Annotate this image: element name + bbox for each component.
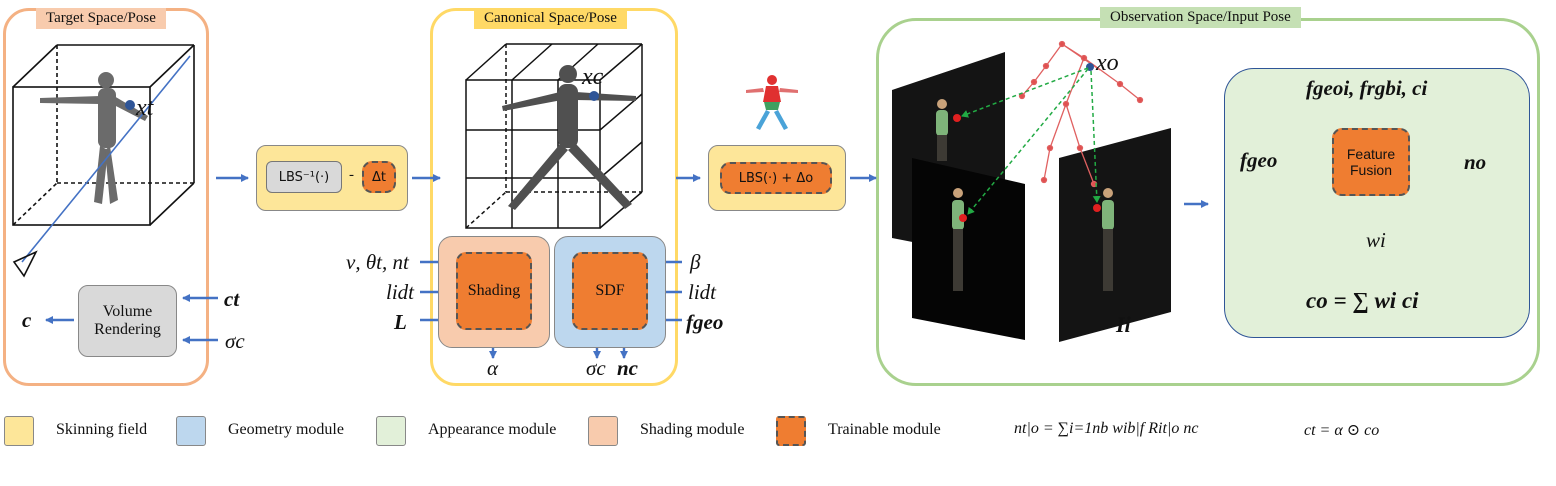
canonical-grid-cube xyxy=(465,43,643,229)
image-label: Ii xyxy=(1116,312,1131,337)
w-i-label: wi xyxy=(1366,228,1386,252)
appearance-module-box xyxy=(1224,68,1530,338)
camera-ray xyxy=(21,55,191,263)
lbs-delta-o-box: LBS(·) + Δo xyxy=(720,162,832,194)
alpha-label: α xyxy=(487,356,499,380)
legend-label-appearance: Appearance module xyxy=(428,421,557,438)
sdf-output-normal: nc xyxy=(617,356,638,380)
shading-label: Shading xyxy=(467,282,521,299)
lbs-delta-o-label: LBS(·) + Δo xyxy=(738,170,814,186)
legend-label-geometry: Geometry module xyxy=(228,421,344,438)
delta-t-box: Δt xyxy=(362,161,396,193)
canonical-space-title: Canonical Space/Pose xyxy=(474,8,627,29)
target-cube xyxy=(12,44,195,226)
shading-input-1: ν, θt, nt xyxy=(346,250,409,274)
legend-label-trainable: Trainable module xyxy=(828,421,941,438)
c-t-label: ct xyxy=(224,287,240,311)
legend-label-skinning: Skinning field xyxy=(56,421,148,438)
f-geo-label: fgeo xyxy=(1240,148,1278,172)
feature-fusion-box: Feature Fusion xyxy=(1332,128,1410,196)
normal-equation: nt|o = ∑i=1nb wib|f Rit|o nc xyxy=(1014,420,1199,437)
legend-swatch-trainable xyxy=(776,416,806,446)
target-human-figure xyxy=(40,72,148,204)
sdf-output-sigma: σc xyxy=(586,356,606,380)
minus-sign: - xyxy=(349,167,354,183)
sdf-input-1: β xyxy=(690,250,701,274)
c-o-equation: co = ∑ wi ci xyxy=(1306,288,1419,313)
c-output-label: c xyxy=(22,308,32,332)
observation-space-title: Observation Space/Input Pose xyxy=(1100,7,1301,28)
canonical-point xyxy=(589,91,599,101)
legend-swatch-appearance xyxy=(376,416,406,446)
lbs-inverse-label: LBS⁻¹(·) xyxy=(278,169,330,185)
canonical-colored-avatar xyxy=(746,75,798,130)
shading-input-2: lidt xyxy=(386,280,415,304)
x-t-label: xt xyxy=(136,95,154,121)
shading-input-3: L xyxy=(394,310,407,334)
sdf-trainable-box: SDF xyxy=(572,252,648,330)
legend-swatch-geometry xyxy=(176,416,206,446)
volume-rendering-label: Volume Rendering xyxy=(94,303,161,338)
observation-images xyxy=(892,52,1171,342)
fusion-inputs-label: fgeoi, frgbi, ci xyxy=(1306,76,1428,100)
camera-icon xyxy=(12,250,38,278)
legend-swatch-shading xyxy=(588,416,618,446)
target-space-title: Target Space/Pose xyxy=(36,8,166,29)
canonical-human-figure xyxy=(502,65,636,210)
feature-fusion-label: Feature Fusion xyxy=(1346,146,1396,178)
volume-rendering-box: Volume Rendering xyxy=(78,285,177,357)
color-equation: ct = α ⊙ co xyxy=(1304,422,1380,439)
sdf-input-2: lidt xyxy=(688,280,717,304)
x-c-label: xc xyxy=(582,64,604,90)
sigma-c-label: σc xyxy=(225,329,245,353)
target-point xyxy=(125,100,135,110)
lbs-inverse-box: LBS⁻¹(·) xyxy=(266,161,342,193)
n-o-label: no xyxy=(1464,150,1487,174)
legend-label-shading: Shading module xyxy=(640,421,745,438)
pose-skeleton xyxy=(1018,40,1144,188)
sdf-input-3: fgeo xyxy=(686,310,724,334)
delta-t-label: Δt xyxy=(372,169,386,185)
x-o-label: xo xyxy=(1096,50,1119,76)
sdf-label: SDF xyxy=(595,282,625,299)
legend-swatch-skinning xyxy=(4,416,34,446)
shading-trainable-box: Shading xyxy=(456,252,532,330)
